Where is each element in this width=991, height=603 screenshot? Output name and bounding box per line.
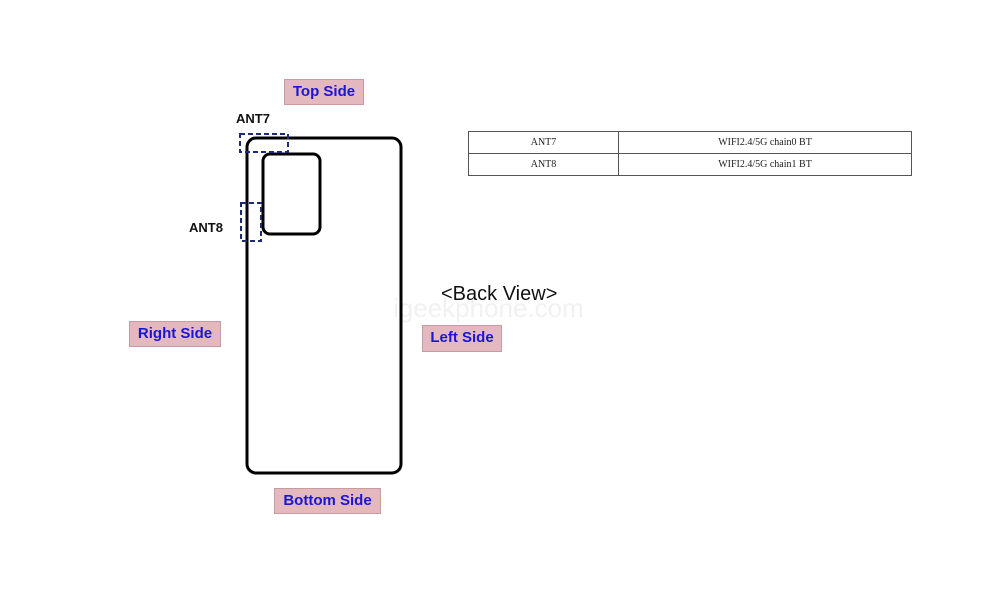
antenna-cell: ANT8 [468,153,619,176]
table-row: ANT8 WIFI2.4/5G chain1 BT [468,153,912,176]
table-row: ANT7 WIFI2.4/5G chain0 BT [468,131,912,154]
ant8-label: ANT8 [189,220,223,235]
ant8-region [240,202,262,242]
watermark: igeekphone.com [393,293,584,323]
ant7-label: ANT7 [236,111,270,126]
top-side-label: Top Side [284,79,364,105]
function-cell: WIFI2.4/5G chain0 BT [618,131,912,154]
view-title: <Back View> [441,283,558,305]
right-side-label: Right Side [129,321,221,347]
bottom-side-label: Bottom Side [274,488,381,514]
left-side-label: Left Side [422,325,502,352]
antenna-cell: ANT7 [468,131,619,154]
phone-body [245,136,403,475]
camera-module [261,152,322,236]
ant7-region [239,133,289,153]
function-cell: WIFI2.4/5G chain1 BT [618,153,912,176]
antenna-table: ANT7 WIFI2.4/5G chain0 BT ANT8 WIFI2.4/5… [468,131,912,176]
